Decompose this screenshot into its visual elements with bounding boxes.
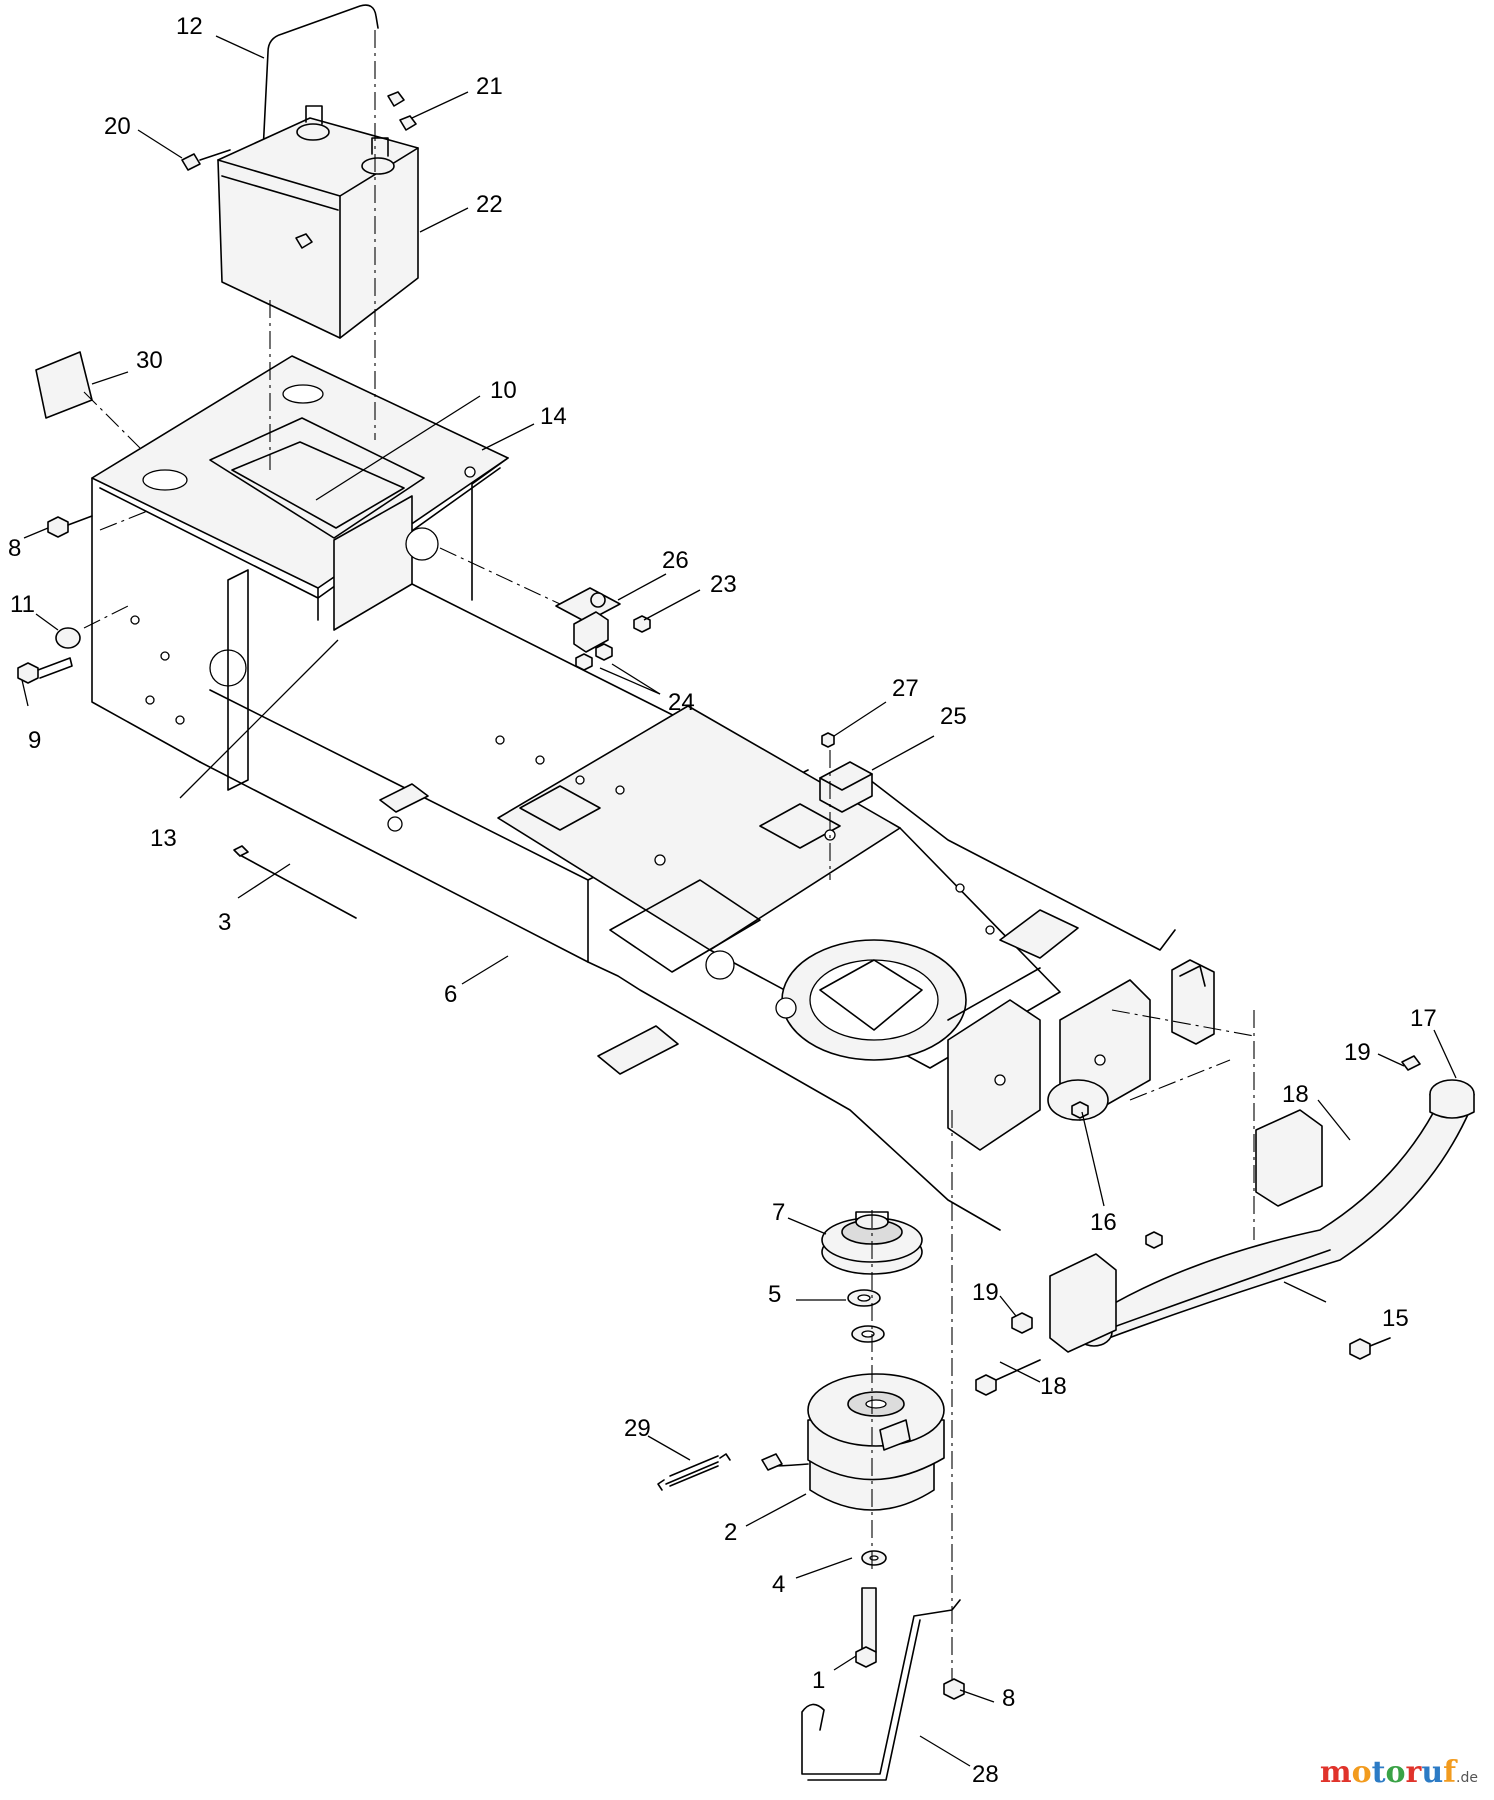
- callout-8-upper: 8: [8, 535, 21, 562]
- callout-25: 25: [940, 703, 967, 730]
- callout-19-lower: 19: [972, 1279, 999, 1306]
- leader-lines: [21, 35, 1457, 1767]
- callout-13: 13: [150, 825, 177, 852]
- callout-12: 12: [176, 13, 203, 40]
- callout-5: 5: [768, 1281, 781, 1308]
- frame-bolts: [17, 515, 93, 684]
- starter-solenoid: [555, 587, 621, 653]
- bumper-cap: [1429, 1079, 1475, 1119]
- callout-23: 23: [710, 571, 737, 598]
- callout-1: 1: [812, 1667, 825, 1694]
- bumper-bracket-right: [1255, 1109, 1323, 1207]
- callout-18-upper: 18: [1282, 1081, 1309, 1108]
- callout-22: 22: [476, 191, 503, 218]
- callout-9: 9: [28, 727, 41, 754]
- callout-labels: 12 21 20 22 30 10 14 8 11 9 26 23 24 27 …: [8, 13, 1437, 1788]
- callout-20: 20: [104, 113, 131, 140]
- callout-11: 11: [10, 591, 35, 618]
- callout-21: 21: [476, 73, 503, 100]
- frame-rear-battery-box: [91, 355, 509, 791]
- solenoid-nuts: [575, 615, 651, 671]
- battery-hold-down-rod: [261, 4, 379, 173]
- seat-switch: [819, 732, 873, 813]
- callout-24: 24: [668, 689, 695, 716]
- clutch-bracket-rod: [801, 1599, 965, 1781]
- callout-19-upper: 19: [1344, 1039, 1371, 1066]
- callout-17: 17: [1410, 1005, 1437, 1032]
- bumper-bracket-left: [1049, 1253, 1117, 1353]
- main-frame: [199, 583, 1176, 1231]
- assembly-centerlines: [83, 30, 1255, 1680]
- callout-28: 28: [972, 1761, 999, 1788]
- battery-bolts: [181, 91, 417, 249]
- washer-lower: [861, 1550, 887, 1566]
- callout-10: 10: [490, 377, 517, 404]
- battery: [217, 105, 419, 339]
- callout-26: 26: [662, 547, 689, 574]
- callout-4: 4: [772, 1571, 785, 1598]
- decal: [35, 351, 93, 419]
- callout-14: 14: [540, 403, 567, 430]
- washers-upper: [847, 1289, 885, 1343]
- electric-pto-clutch: [761, 1373, 945, 1511]
- callout-8-lower: 8: [1002, 1685, 1015, 1712]
- tension-spring: [657, 1453, 731, 1491]
- callout-3: 3: [218, 909, 231, 936]
- front-axle-brackets: [947, 959, 1215, 1151]
- site-watermark-logo: motoruf.de: [1319, 1755, 1478, 1790]
- callout-2: 2: [724, 1519, 737, 1546]
- callout-15: 15: [1382, 1305, 1409, 1332]
- callout-7: 7: [772, 1199, 785, 1226]
- cable-tie: [233, 845, 357, 919]
- callout-30: 30: [136, 347, 163, 374]
- callout-6: 6: [444, 981, 457, 1008]
- bumper-bolts: [975, 1055, 1421, 1396]
- clutch-bolt: [855, 1587, 877, 1668]
- callout-27: 27: [892, 675, 919, 702]
- callout-18-lower: 18: [1040, 1373, 1067, 1400]
- callout-29: 29: [624, 1415, 651, 1442]
- callout-16: 16: [1090, 1209, 1117, 1236]
